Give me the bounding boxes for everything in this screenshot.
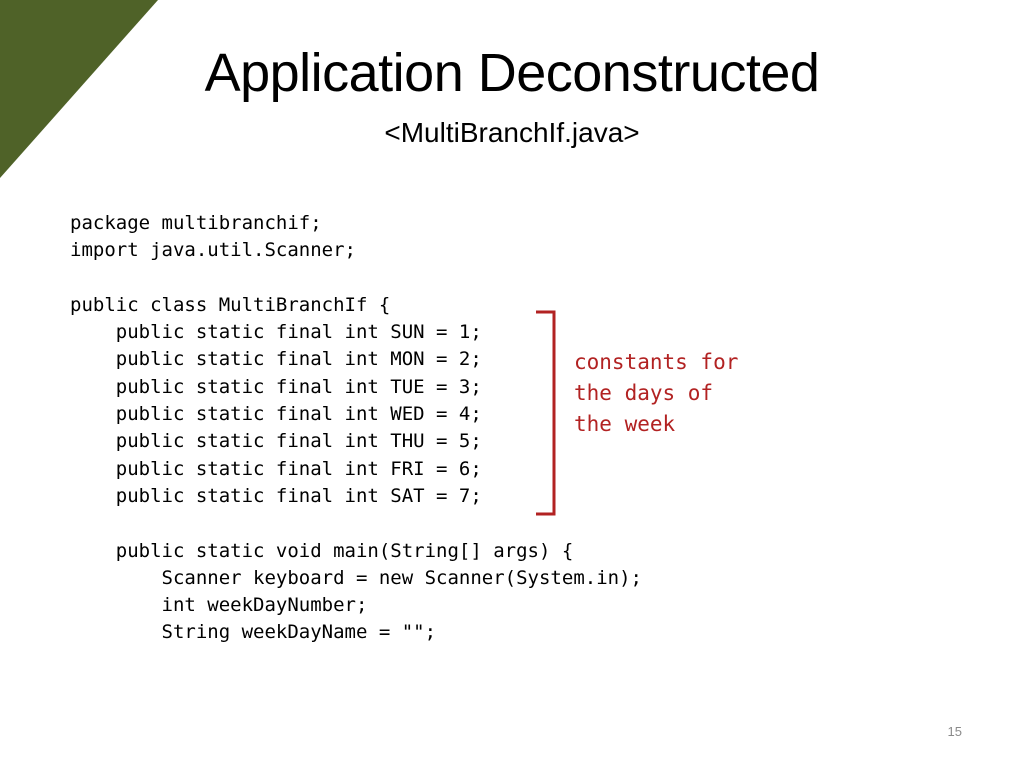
- code-line: Scanner keyboard = new Scanner(System.in…: [70, 566, 642, 589]
- code-line: public static void main(String[] args) {: [70, 539, 574, 562]
- constants-annotation: constants for the days of the week: [574, 347, 738, 440]
- slide-title: Application Deconstructed: [204, 43, 820, 103]
- code-line: public static final int TUE = 3;: [70, 375, 482, 398]
- annotation-line: the week: [574, 412, 676, 436]
- code-line: public static final int SAT = 7;: [70, 484, 482, 507]
- code-line: String weekDayName = "";: [70, 621, 437, 644]
- code-line: public static final int SUN = 1;: [70, 321, 482, 344]
- annotation-line: constants for: [574, 350, 739, 374]
- slide-number: 15: [947, 724, 962, 739]
- code-line: package multibranchif;: [70, 212, 322, 234]
- code-line: [70, 265, 642, 292]
- code-line: public class MultiBranchIf {: [70, 293, 391, 316]
- slide-subtitle: <MultiBranchIf.java>: [384, 117, 640, 148]
- corner-triangle-decoration: [0, 0, 158, 178]
- code-line: public static final int FRI = 6;: [70, 457, 482, 480]
- annotation-line: the days of: [574, 381, 714, 405]
- code-line: public static final int WED = 4;: [70, 403, 482, 426]
- code-line: public static final int THU = 5;: [70, 430, 482, 453]
- code-line: int weekDayNumber;: [70, 594, 368, 617]
- code-block: package multibranchif; import java.util.…: [70, 210, 642, 647]
- code-line: public static final int MON = 2;: [70, 348, 482, 371]
- constants-bracket: [536, 310, 556, 516]
- code-line: import java.util.Scanner;: [70, 239, 356, 262]
